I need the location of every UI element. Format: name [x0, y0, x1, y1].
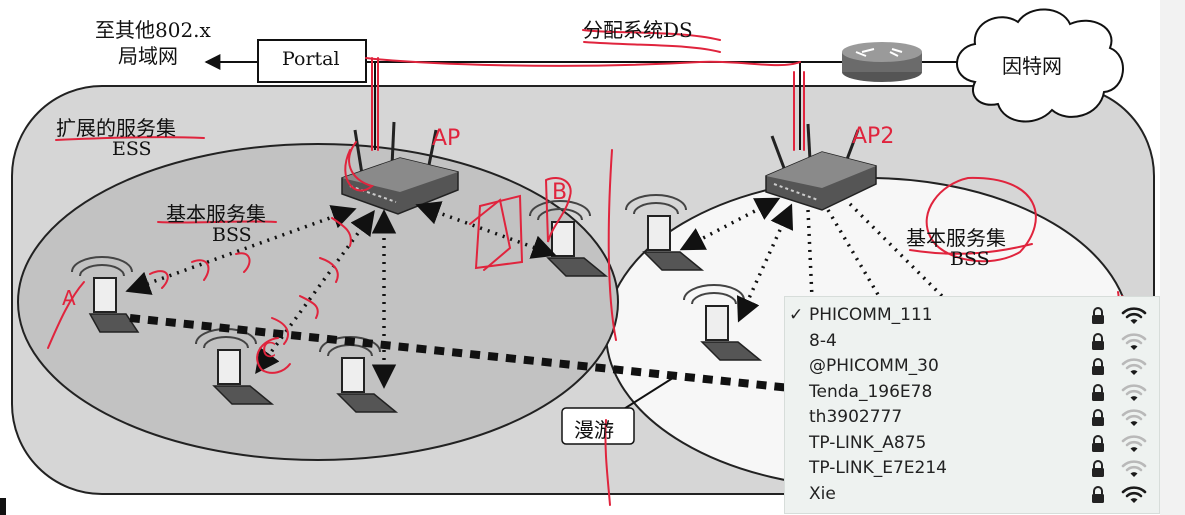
- wifi-signal-icon: [1121, 383, 1147, 401]
- ap1-annotation: AP: [432, 126, 461, 151]
- ap2-access-point-icon: [765, 123, 877, 211]
- internet-label: 因特网: [1002, 54, 1062, 78]
- wifi-network-item[interactable]: TP-LINK_E7E214: [785, 456, 1161, 482]
- ap1-wireless-links: [125, 201, 557, 389]
- roam-label-box: [561, 407, 635, 445]
- c-annotation: C: [262, 338, 276, 362]
- ap2-wireless-links: [679, 197, 946, 323]
- wifi-signal-icon: [1121, 358, 1147, 375]
- wifi-signal-icon: [1121, 307, 1147, 324]
- lock-icon: [1092, 383, 1104, 401]
- other-lan-label-2: 局域网: [118, 44, 178, 68]
- internet-cloud: [956, 8, 1124, 123]
- portal-label: Portal: [282, 48, 340, 70]
- wifi-signal-icon: [1121, 332, 1147, 350]
- laptop-icon-f: [683, 284, 763, 361]
- wifi-network-item[interactable]: ✓PHICOMM_111: [785, 303, 1161, 329]
- ess-label: ESS: [112, 138, 152, 160]
- router-icon: [842, 42, 922, 82]
- laptop-icon-a: [71, 256, 140, 333]
- wifi-network-item[interactable]: Tenda_196E78: [785, 380, 1161, 406]
- laptop-icon-c: [195, 328, 275, 405]
- portal-box: [257, 39, 367, 83]
- lock-icon: [1092, 434, 1104, 452]
- bss2-label: BSS: [950, 248, 990, 270]
- ess-cn-label: 扩展的服务集: [56, 116, 176, 140]
- b-annotation: B: [552, 180, 568, 205]
- checkmark-icon: ✓: [789, 305, 804, 325]
- wifi-network-item[interactable]: th3902777: [785, 405, 1161, 431]
- wifi-network-item[interactable]: TP-LINK_A875: [785, 431, 1161, 457]
- wifi-signal-icon: [1121, 434, 1147, 452]
- ap2-annotation: AP2: [852, 124, 895, 149]
- other-lan-label: 至其他802.x: [95, 18, 211, 42]
- ap1-access-point-icon: [341, 121, 459, 215]
- wifi-network-item[interactable]: 8-4: [785, 329, 1161, 355]
- bss1-cn-label: 基本服务集: [166, 202, 266, 226]
- wifi-network-name: @PHICOMM_30: [809, 356, 939, 376]
- wifi-signal-icon: [1121, 409, 1147, 426]
- wifi-network-name: Xie: [809, 483, 836, 504]
- red-annotations: [47, 29, 1123, 506]
- roam-label: 漫游: [574, 418, 614, 442]
- corner-mark: [0, 498, 6, 515]
- wifi-network-name: th3902777: [809, 407, 903, 427]
- lock-icon: [1092, 307, 1104, 324]
- wifi-network-name: TP-LINK_A875: [809, 432, 927, 453]
- lock-icon: [1092, 485, 1104, 503]
- wifi-network-item[interactable]: @PHICOMM_30: [785, 354, 1161, 380]
- wifi-network-item[interactable]: Xie: [785, 482, 1161, 508]
- wifi-network-name: PHICOMM_111: [809, 305, 933, 325]
- lock-icon: [1092, 358, 1104, 375]
- a-annotation: A: [62, 286, 76, 310]
- lock-icon: [1092, 409, 1104, 426]
- wifi-network-name: 8-4: [809, 330, 837, 351]
- roaming-path: [129, 314, 791, 392]
- lock-icon: [1092, 332, 1104, 350]
- lock-icon: [1092, 460, 1104, 477]
- ds-label: 分配系统DS: [583, 18, 693, 42]
- wifi-network-name: TP-LINK_E7E214: [809, 458, 947, 478]
- wifi-signal-icon: [1121, 485, 1147, 503]
- right-edge-panel: [1160, 0, 1185, 515]
- wifi-network-name: Tenda_196E78: [809, 381, 933, 402]
- bss1-label: BSS: [212, 224, 252, 246]
- bss2-cn-label: 基本服务集: [906, 226, 1006, 250]
- wifi-signal-icon: [1121, 460, 1147, 477]
